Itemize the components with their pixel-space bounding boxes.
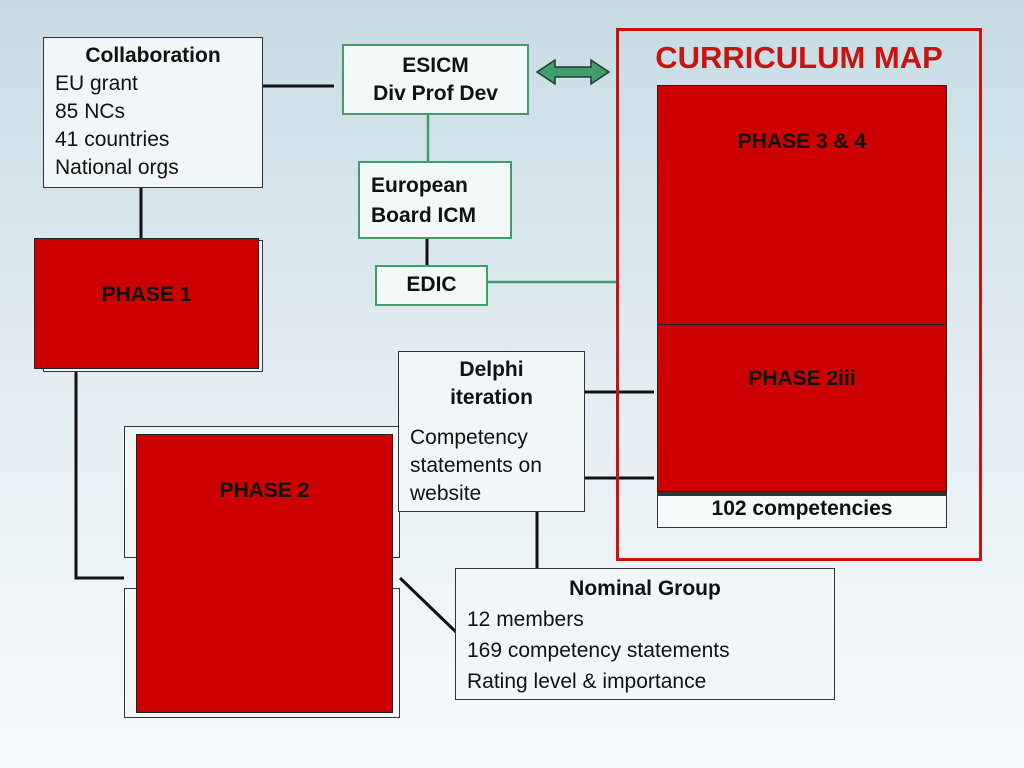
delphi-title-line2: iteration — [450, 386, 533, 409]
phase2-label: PHASE 2 — [219, 479, 310, 502]
delphi-body-line: statements on — [410, 454, 542, 477]
phase1-label: PHASE 1 — [101, 283, 192, 306]
edic-box: EDIC — [375, 265, 488, 306]
nominal-group-item: Rating level & importance — [467, 670, 707, 693]
collaboration-title: Collaboration — [85, 44, 221, 67]
european-board-line2: Board ICM — [371, 204, 476, 227]
delphi-title-line1: Delphi — [459, 358, 524, 381]
esicm-box: ESICM Div Prof Dev — [342, 44, 529, 115]
european-board-line1: European — [371, 174, 468, 197]
edic-label: EDIC — [406, 273, 457, 296]
curriculum-map-frame: CURRICULUM MAP — [616, 28, 982, 561]
collaboration-item: National orgs — [55, 156, 179, 179]
collaboration-item: EU grant — [55, 72, 138, 95]
collaboration-item: 41 countries — [55, 128, 170, 151]
competencies-box: 102 competencies — [657, 492, 947, 528]
esicm-subtitle: Div Prof Dev — [373, 82, 498, 105]
delphi-body-line: website — [410, 482, 482, 505]
collaboration-box: Collaboration EU grant 85 NCs 41 countri… — [43, 37, 263, 188]
phase34-block: PHASE 3 & 4 — [657, 85, 947, 325]
nominal-group-item: 169 competency statements — [467, 639, 730, 662]
phase2-block: PHASE 2 — [136, 434, 393, 713]
delphi-box: Delphi iteration Competency statements o… — [398, 351, 585, 512]
european-board-box: European Board ICM — [358, 161, 512, 239]
phase2-to-nominal-line — [398, 576, 458, 634]
phase2iii-label: PHASE 2iii — [748, 367, 856, 390]
phase2iii-block: PHASE 2iii — [657, 324, 947, 492]
nominal-group-item: 12 members — [467, 608, 584, 631]
phase34-label: PHASE 3 & 4 — [737, 130, 867, 153]
phase1-to-phase2-line — [74, 368, 124, 580]
double-arrow-icon — [535, 58, 611, 86]
nominal-group-title: Nominal Group — [569, 577, 721, 600]
esicm-title: ESICM — [402, 54, 469, 77]
nominal-group-box: Nominal Group 12 members 169 competency … — [455, 568, 835, 700]
curriculum-map-title: CURRICULUM MAP — [655, 40, 943, 75]
delphi-body-line: Competency — [410, 426, 528, 449]
collaboration-item: 85 NCs — [55, 100, 126, 123]
competencies-label: 102 competencies — [711, 497, 893, 520]
phase1-block: PHASE 1 — [34, 238, 259, 369]
